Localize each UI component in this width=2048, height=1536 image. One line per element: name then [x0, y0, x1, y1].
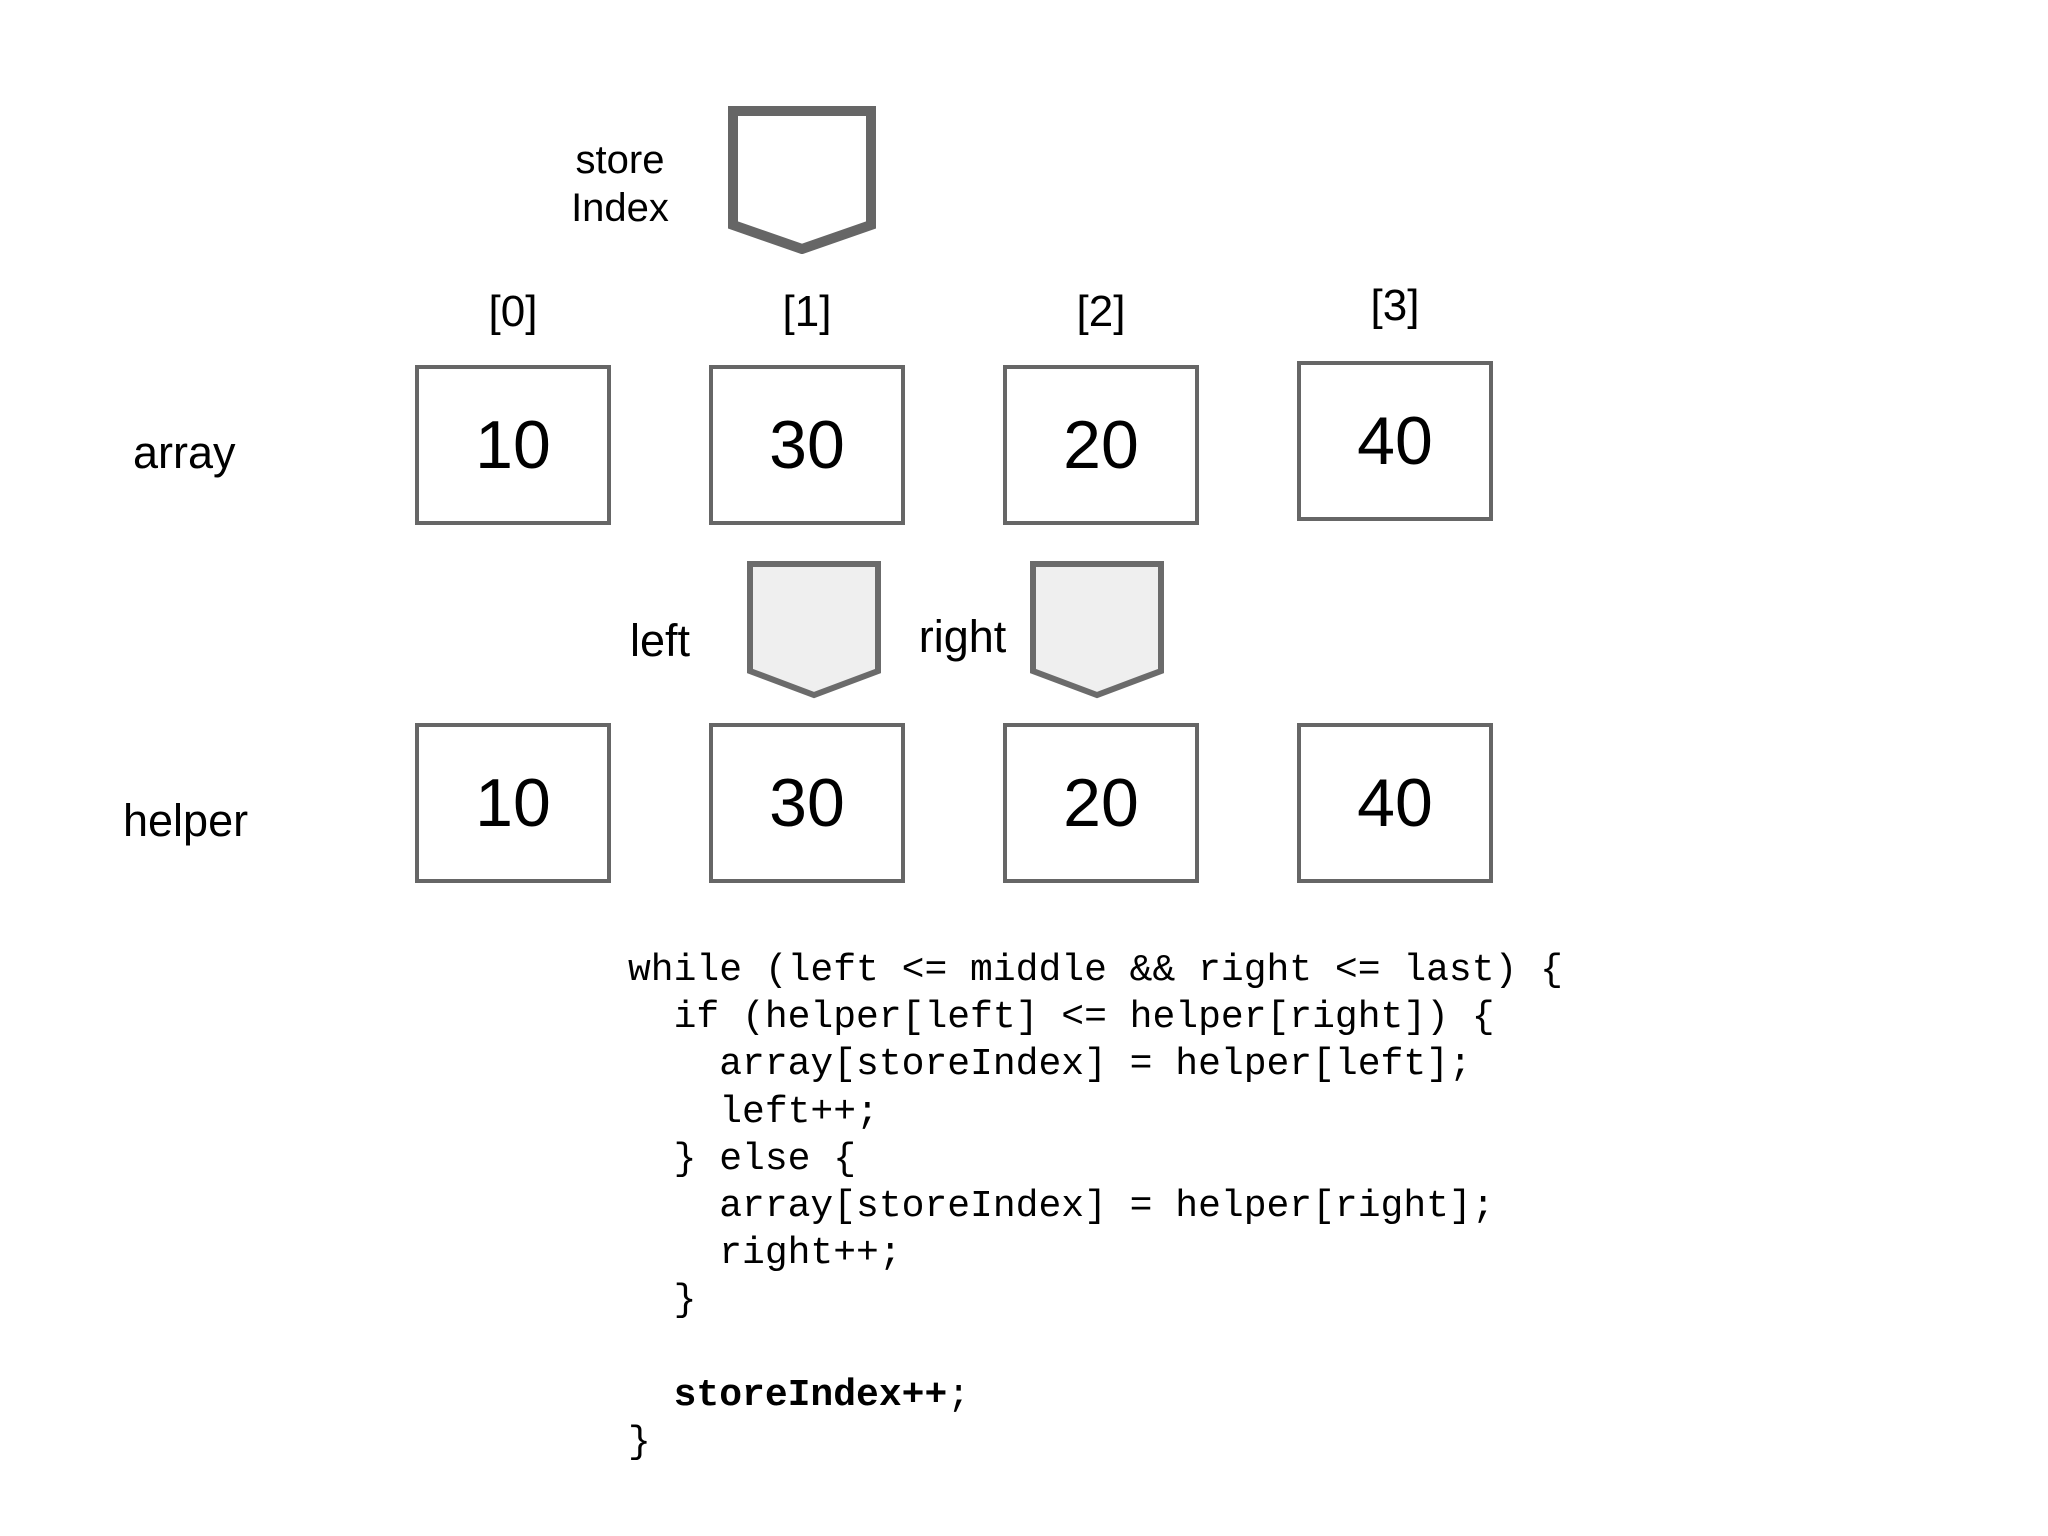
left-pointer-label: left	[629, 615, 690, 666]
code-line-increment: storeIndex++;	[628, 1372, 1563, 1419]
store-index-label-line1: store	[575, 138, 665, 182]
code-increment-suffix: ;	[947, 1373, 971, 1417]
index-label-2: [2]	[1076, 287, 1126, 336]
code-line: array[storeIndex] = helper[right];	[628, 1184, 1495, 1228]
array-row-label: array	[133, 427, 236, 478]
helper-cell: 30	[709, 723, 905, 883]
index-label-0: [0]	[488, 287, 538, 336]
code-line: while (left <= middle && right <= last) …	[628, 949, 1563, 992]
index-label-1: [1]	[782, 287, 832, 336]
store-index-label: store Index	[545, 136, 695, 232]
code-increment-bold: storeIndex++	[673, 1373, 948, 1417]
right-pointer-icon	[1030, 561, 1164, 699]
code-line: }	[628, 1279, 697, 1323]
left-pointer-icon	[747, 561, 881, 699]
helper-cell: 20	[1003, 723, 1199, 883]
code-line-blank	[628, 1325, 1563, 1372]
helper-cell: 10	[415, 723, 611, 883]
array-cell: 10	[415, 365, 611, 525]
code-line: if (helper[left] <= helper[right]) {	[628, 996, 1495, 1040]
code-line: array[storeIndex] = helper[left];	[628, 1043, 1472, 1087]
right-pointer-label: right	[918, 611, 1007, 662]
code-line-closing: }	[628, 1420, 651, 1464]
array-cell: 20	[1003, 365, 1199, 525]
index-label-3: [3]	[1370, 281, 1420, 330]
code-line: right++;	[628, 1232, 902, 1276]
store-index-label-line2: Index	[571, 186, 669, 230]
helper-cell: 40	[1297, 723, 1493, 883]
code-increment-prefix	[628, 1374, 674, 1417]
array-cell: 40	[1297, 361, 1493, 521]
code-line: left++;	[628, 1090, 879, 1134]
store-index-pointer-icon	[728, 106, 876, 254]
helper-row-label: helper	[123, 795, 249, 846]
code-block: while (left <= middle && right <= last) …	[628, 947, 1563, 1466]
array-cell: 30	[709, 365, 905, 525]
code-line: } else {	[628, 1137, 857, 1181]
